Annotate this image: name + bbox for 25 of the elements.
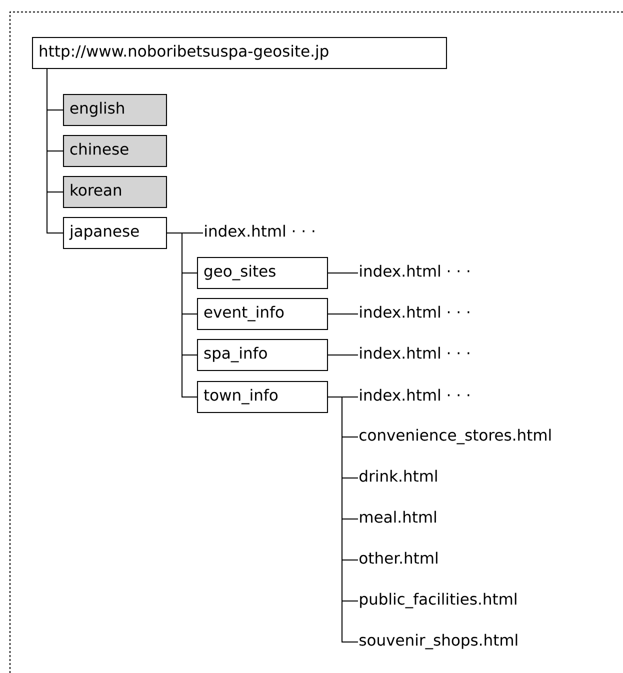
- folder-box: korean: [63, 176, 167, 208]
- url-box: http://www.noboribetsuspa-geosite.jp: [32, 37, 447, 69]
- file-name: souvenir_shops.html: [360, 634, 518, 650]
- file-name: index.html · · ·: [360, 388, 470, 401]
- file-name: index.html · · ·: [360, 306, 470, 318]
- folder-box: chinese: [63, 135, 167, 167]
- folder-box: town_info: [197, 381, 328, 413]
- connector-line: [328, 354, 358, 356]
- file-name: index.html · · ·: [205, 224, 314, 237]
- connector-line: [166, 232, 198, 398]
- file-name: public_facilities.html: [360, 592, 516, 608]
- folder-box: english: [63, 94, 167, 126]
- connector-line: [46, 68, 64, 234]
- file-name: drink.html: [360, 470, 437, 482]
- folder-box: geo_sites: [197, 257, 328, 289]
- file-name: index.html · · ·: [360, 264, 470, 277]
- file-name: other.html: [360, 552, 438, 564]
- folder-box: spa_info: [197, 339, 328, 371]
- folder-box: event_info: [197, 298, 328, 330]
- file-name: meal.html: [360, 510, 436, 523]
- connector-line: [328, 272, 358, 274]
- file-name: index.html · · ·: [360, 346, 470, 359]
- file-name: convenience_stores.html: [360, 428, 551, 444]
- folder-box: japanese: [63, 217, 167, 249]
- connector-line: [328, 396, 358, 642]
